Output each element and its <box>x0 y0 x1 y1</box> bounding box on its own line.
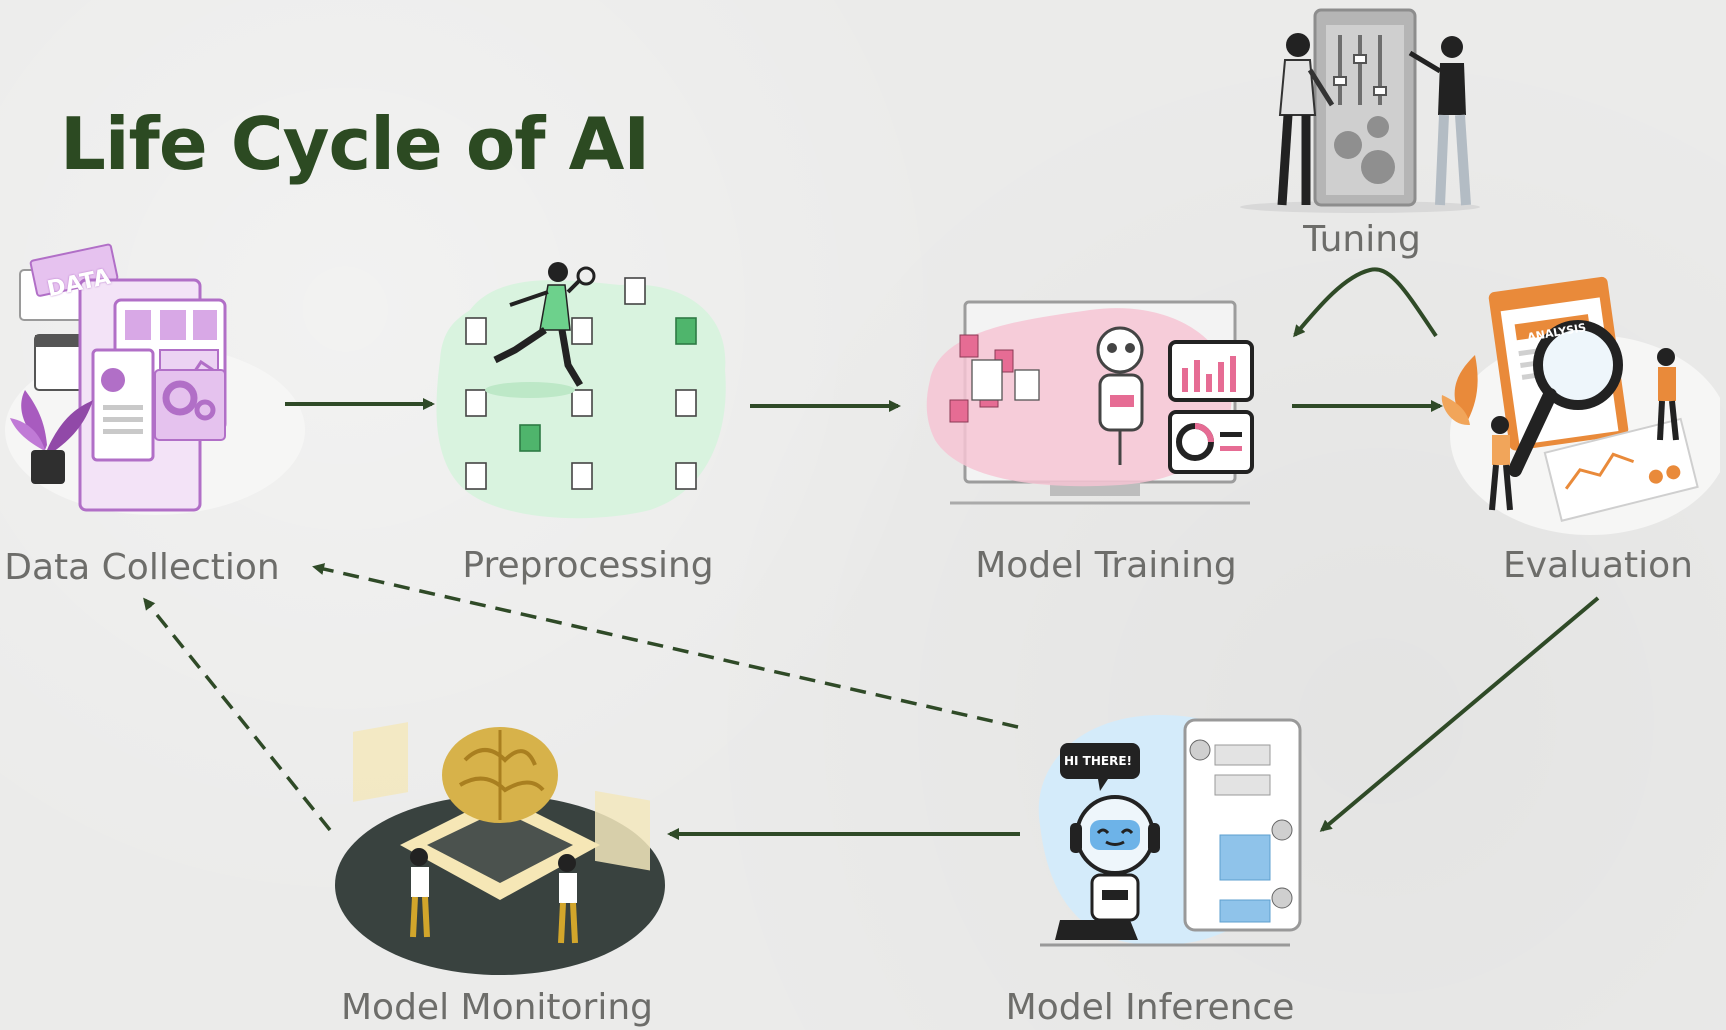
arrow-model-monitoring-to-data-collection-dashed <box>143 597 332 832</box>
stage-label-model-monitoring: Model Monitoring <box>340 987 654 1028</box>
page-title: Life Cycle of AI <box>60 102 650 186</box>
model-inference-illustration <box>1020 705 1310 955</box>
speech-bubble-text: HI THERE! <box>1064 754 1133 768</box>
stage-label-model-training: Model Training <box>975 545 1237 586</box>
stage-label-preprocessing: Preprocessing <box>462 545 714 586</box>
stage-label-evaluation: Evaluation <box>1503 545 1693 586</box>
data-collection-illustration <box>5 240 305 540</box>
arrow-evaluation-to-model-inference <box>1319 596 1600 832</box>
tuning-illustration <box>1240 5 1490 215</box>
arrow-evaluation-to-model-training-tuning-loop <box>1293 267 1438 338</box>
model-monitoring-illustration <box>335 705 665 975</box>
preprocessing-illustration <box>430 250 730 530</box>
model-training-illustration <box>920 290 1270 520</box>
stage-label-data-collection: Data Collection <box>4 547 280 588</box>
stage-label-tuning: Tuning <box>1303 219 1421 260</box>
arrow-model-inference-to-data-collection-dashed <box>312 563 1019 729</box>
stage-label-model-inference: Model Inference <box>1005 987 1295 1028</box>
evaluation-illustration <box>1440 265 1720 540</box>
